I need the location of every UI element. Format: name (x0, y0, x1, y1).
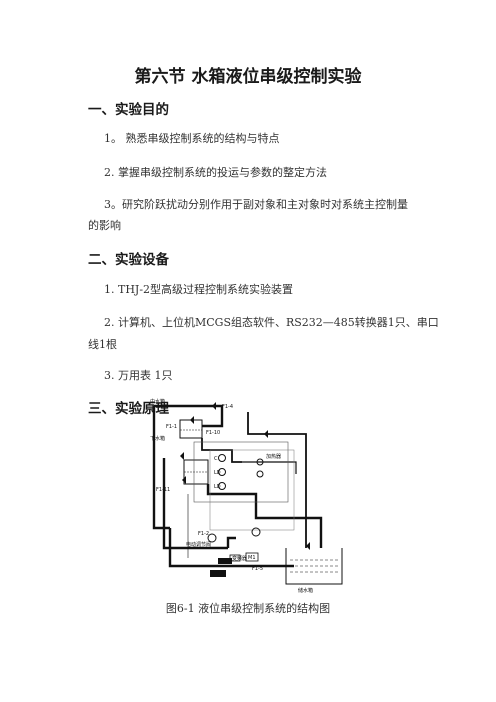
page-title: 第六节 水箱液位串级控制实验 (134, 67, 362, 87)
label-f1-2: F1-2 (198, 531, 209, 537)
label-f1-5: F1-5 (252, 566, 263, 572)
section-heading-purpose: 一、实验目的 (88, 102, 169, 118)
purpose-item-3-cont: 的影响 (88, 219, 121, 232)
purpose-item-1: 1。 熟悉串级控制系统的结构与特点 (104, 132, 280, 145)
figure-caption: 图6-1 液位串级控制系统的结构图 (165, 602, 331, 615)
label-inverter: 变频器 (232, 555, 247, 562)
equipment-item-1: 1. THJ-2型高级过程控制系统实验装置 (104, 283, 294, 296)
label-ld: LD (214, 470, 221, 476)
label-upper-tank: 中水箱 (150, 398, 165, 405)
purpose-item-2: 2. 掌握串级控制系统的投运与参数的整定方法 (104, 166, 327, 179)
equipment-item-2-cont: 线1根 (88, 338, 117, 351)
section-heading-principle: 三、实验原理 (88, 401, 169, 417)
label-controller: 调节器 (210, 571, 225, 578)
label-f1-11: F1-11 (156, 487, 170, 493)
purpose-item-3: 3。研究阶跃扰动分别作用于副对象和主对象时对系统主控制量 (104, 198, 408, 211)
label-c: C (214, 456, 218, 462)
label-lower-tank: 下水箱 (150, 435, 165, 442)
label-f1-10: F1-10 (206, 430, 220, 436)
equipment-item-3: 3. 万用表 1只 (104, 369, 173, 382)
upper-tank (179, 419, 203, 439)
label-heater: 加热器 (266, 453, 281, 460)
reservoir (285, 548, 343, 585)
label-reservoir: 储水箱 (298, 587, 313, 594)
equipment-item-2: 2. 计算机、上位机MCGS组态软件、RS232—485转换器1只、串口 (104, 316, 439, 329)
section-heading-equipment: 二、实验设备 (88, 252, 169, 268)
label-m1: M1 (248, 555, 256, 561)
cascade-control-diagram: 中水箱 下水箱 F1-1 F1-10 F1-11 F1-4 加热器 C LD L… (150, 398, 343, 594)
label-ld2: LD (214, 484, 221, 490)
label-f1-1: F1-1 (166, 424, 177, 430)
label-pump: 电动调节阀 (186, 541, 211, 548)
label-f1-4: F1-4 (222, 404, 233, 410)
